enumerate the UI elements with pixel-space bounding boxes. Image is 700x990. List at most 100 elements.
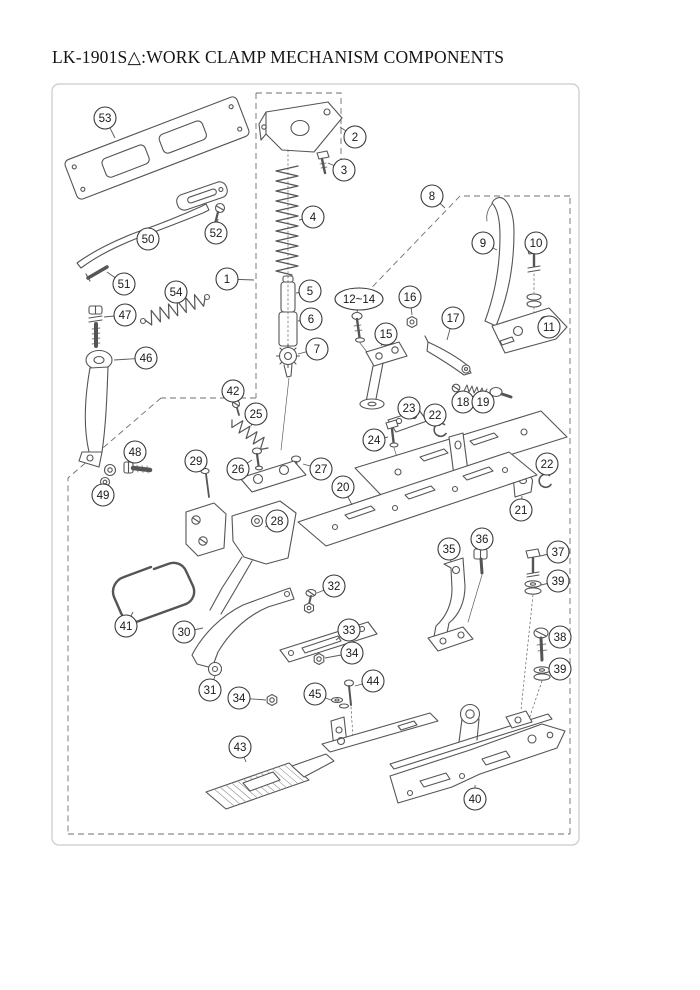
callout-label: 19 [477, 397, 490, 409]
callout-18: 18 [451, 390, 475, 414]
callout-label: 38 [554, 632, 567, 644]
callout-33: 33 [335, 618, 361, 642]
callout-39: 39 [540, 569, 570, 593]
callout-balloon [441, 306, 465, 330]
callout-53: 53 [93, 106, 117, 139]
callout-label: 10 [530, 238, 543, 250]
callout-balloon [463, 787, 487, 811]
part-36-screw [467, 548, 488, 623]
callout-1: 1 [215, 267, 255, 291]
callout-label: 7 [314, 344, 320, 356]
callout-28: 28 [264, 509, 289, 533]
callout-label: 21 [515, 505, 528, 517]
callout-label: 46 [140, 353, 153, 365]
callout-balloon [322, 574, 346, 598]
callout-balloon [420, 184, 444, 208]
callout-32: 32 [316, 574, 346, 598]
callout-label: 27 [315, 464, 328, 476]
callout-label: 33 [343, 625, 356, 637]
part-35-bracket [427, 557, 474, 652]
callout-49: 49 [91, 483, 115, 507]
part-12-14-screw-set [351, 311, 368, 353]
callout-balloon [331, 475, 355, 499]
callout-50: 50 [136, 226, 160, 251]
page-title: LK-1901S△:WORK CLAMP MECHANISM COMPONENT… [52, 47, 505, 67]
callout-balloon [546, 569, 570, 593]
callout-label: 32 [328, 581, 341, 593]
part-51-pin [85, 265, 109, 282]
callout-balloon [398, 285, 422, 309]
part-21-cylinder [512, 473, 534, 498]
part-15-bracket [359, 341, 408, 410]
callout-label: 17 [447, 313, 460, 325]
callout-label: 4 [310, 212, 317, 224]
callout-label: 26 [232, 464, 245, 476]
part-29-screw [200, 467, 210, 498]
callout-balloon [548, 657, 572, 681]
callout-12~14: 12~14 [334, 287, 384, 314]
callout-balloon [362, 428, 386, 452]
callout-balloon [309, 457, 333, 481]
callout-label: 23 [403, 403, 416, 415]
callout-label: 35 [443, 544, 456, 556]
callout-label: 39 [552, 576, 565, 588]
callout-balloon [471, 231, 495, 255]
callout-label: 31 [204, 685, 217, 697]
part-38-39-screw-washers [527, 627, 551, 723]
callout-balloon [114, 614, 138, 638]
callout-9: 9 [471, 231, 498, 255]
callout-balloon [228, 735, 252, 759]
callout-45: 45 [303, 682, 332, 706]
callout-16: 16 [398, 285, 422, 316]
part-47-screw [88, 305, 103, 348]
callout-label: 25 [250, 409, 263, 421]
callout-label: 50 [142, 234, 155, 246]
callout-balloon [123, 440, 147, 464]
callout-balloon [374, 322, 398, 346]
callout-label: 40 [469, 794, 482, 806]
callout-balloon [227, 686, 251, 710]
callout-39: 39 [548, 657, 572, 681]
callout-37: 37 [539, 540, 570, 564]
part-5-6-rod [278, 275, 298, 351]
callout-8: 8 [420, 184, 446, 209]
part-20-clamp-bar [297, 451, 538, 547]
callout-balloon [423, 403, 447, 427]
callout-balloon [509, 498, 533, 522]
callout-label: 8 [429, 191, 435, 203]
callout-balloon [134, 346, 158, 370]
callout-balloon [343, 125, 367, 149]
callout-balloon [184, 449, 208, 473]
callout-35: 35 [437, 537, 461, 563]
callout-balloon [397, 396, 421, 420]
callout-balloon [334, 287, 384, 311]
callout-balloon [244, 402, 268, 426]
part-30-arm [191, 587, 295, 677]
callout-25: 25 [244, 402, 268, 427]
callout-balloon [164, 280, 188, 304]
part-2-bracket [258, 101, 343, 153]
callout-label: 29 [190, 456, 203, 468]
callout-22: 22 [423, 403, 447, 427]
callout-label: 9 [480, 238, 486, 250]
callout-balloon [471, 390, 495, 414]
part-3-screw [316, 150, 330, 175]
callout-label: 54 [170, 287, 183, 299]
callout-balloon [470, 527, 494, 551]
callout-label: 18 [457, 397, 470, 409]
callout-balloon [332, 158, 356, 182]
callout-54: 54 [164, 280, 188, 304]
callout-balloon [112, 272, 136, 296]
part-18-19-screw-spring [451, 383, 513, 399]
callout-15: 15 [374, 322, 398, 347]
part-46-arm [78, 349, 113, 468]
callout-27: 27 [302, 457, 333, 481]
callout-46: 46 [113, 346, 158, 370]
callout-label: 51 [118, 279, 131, 291]
callout-balloon [299, 307, 323, 331]
callout-10: 10 [524, 231, 548, 255]
callout-19: 19 [471, 390, 495, 414]
